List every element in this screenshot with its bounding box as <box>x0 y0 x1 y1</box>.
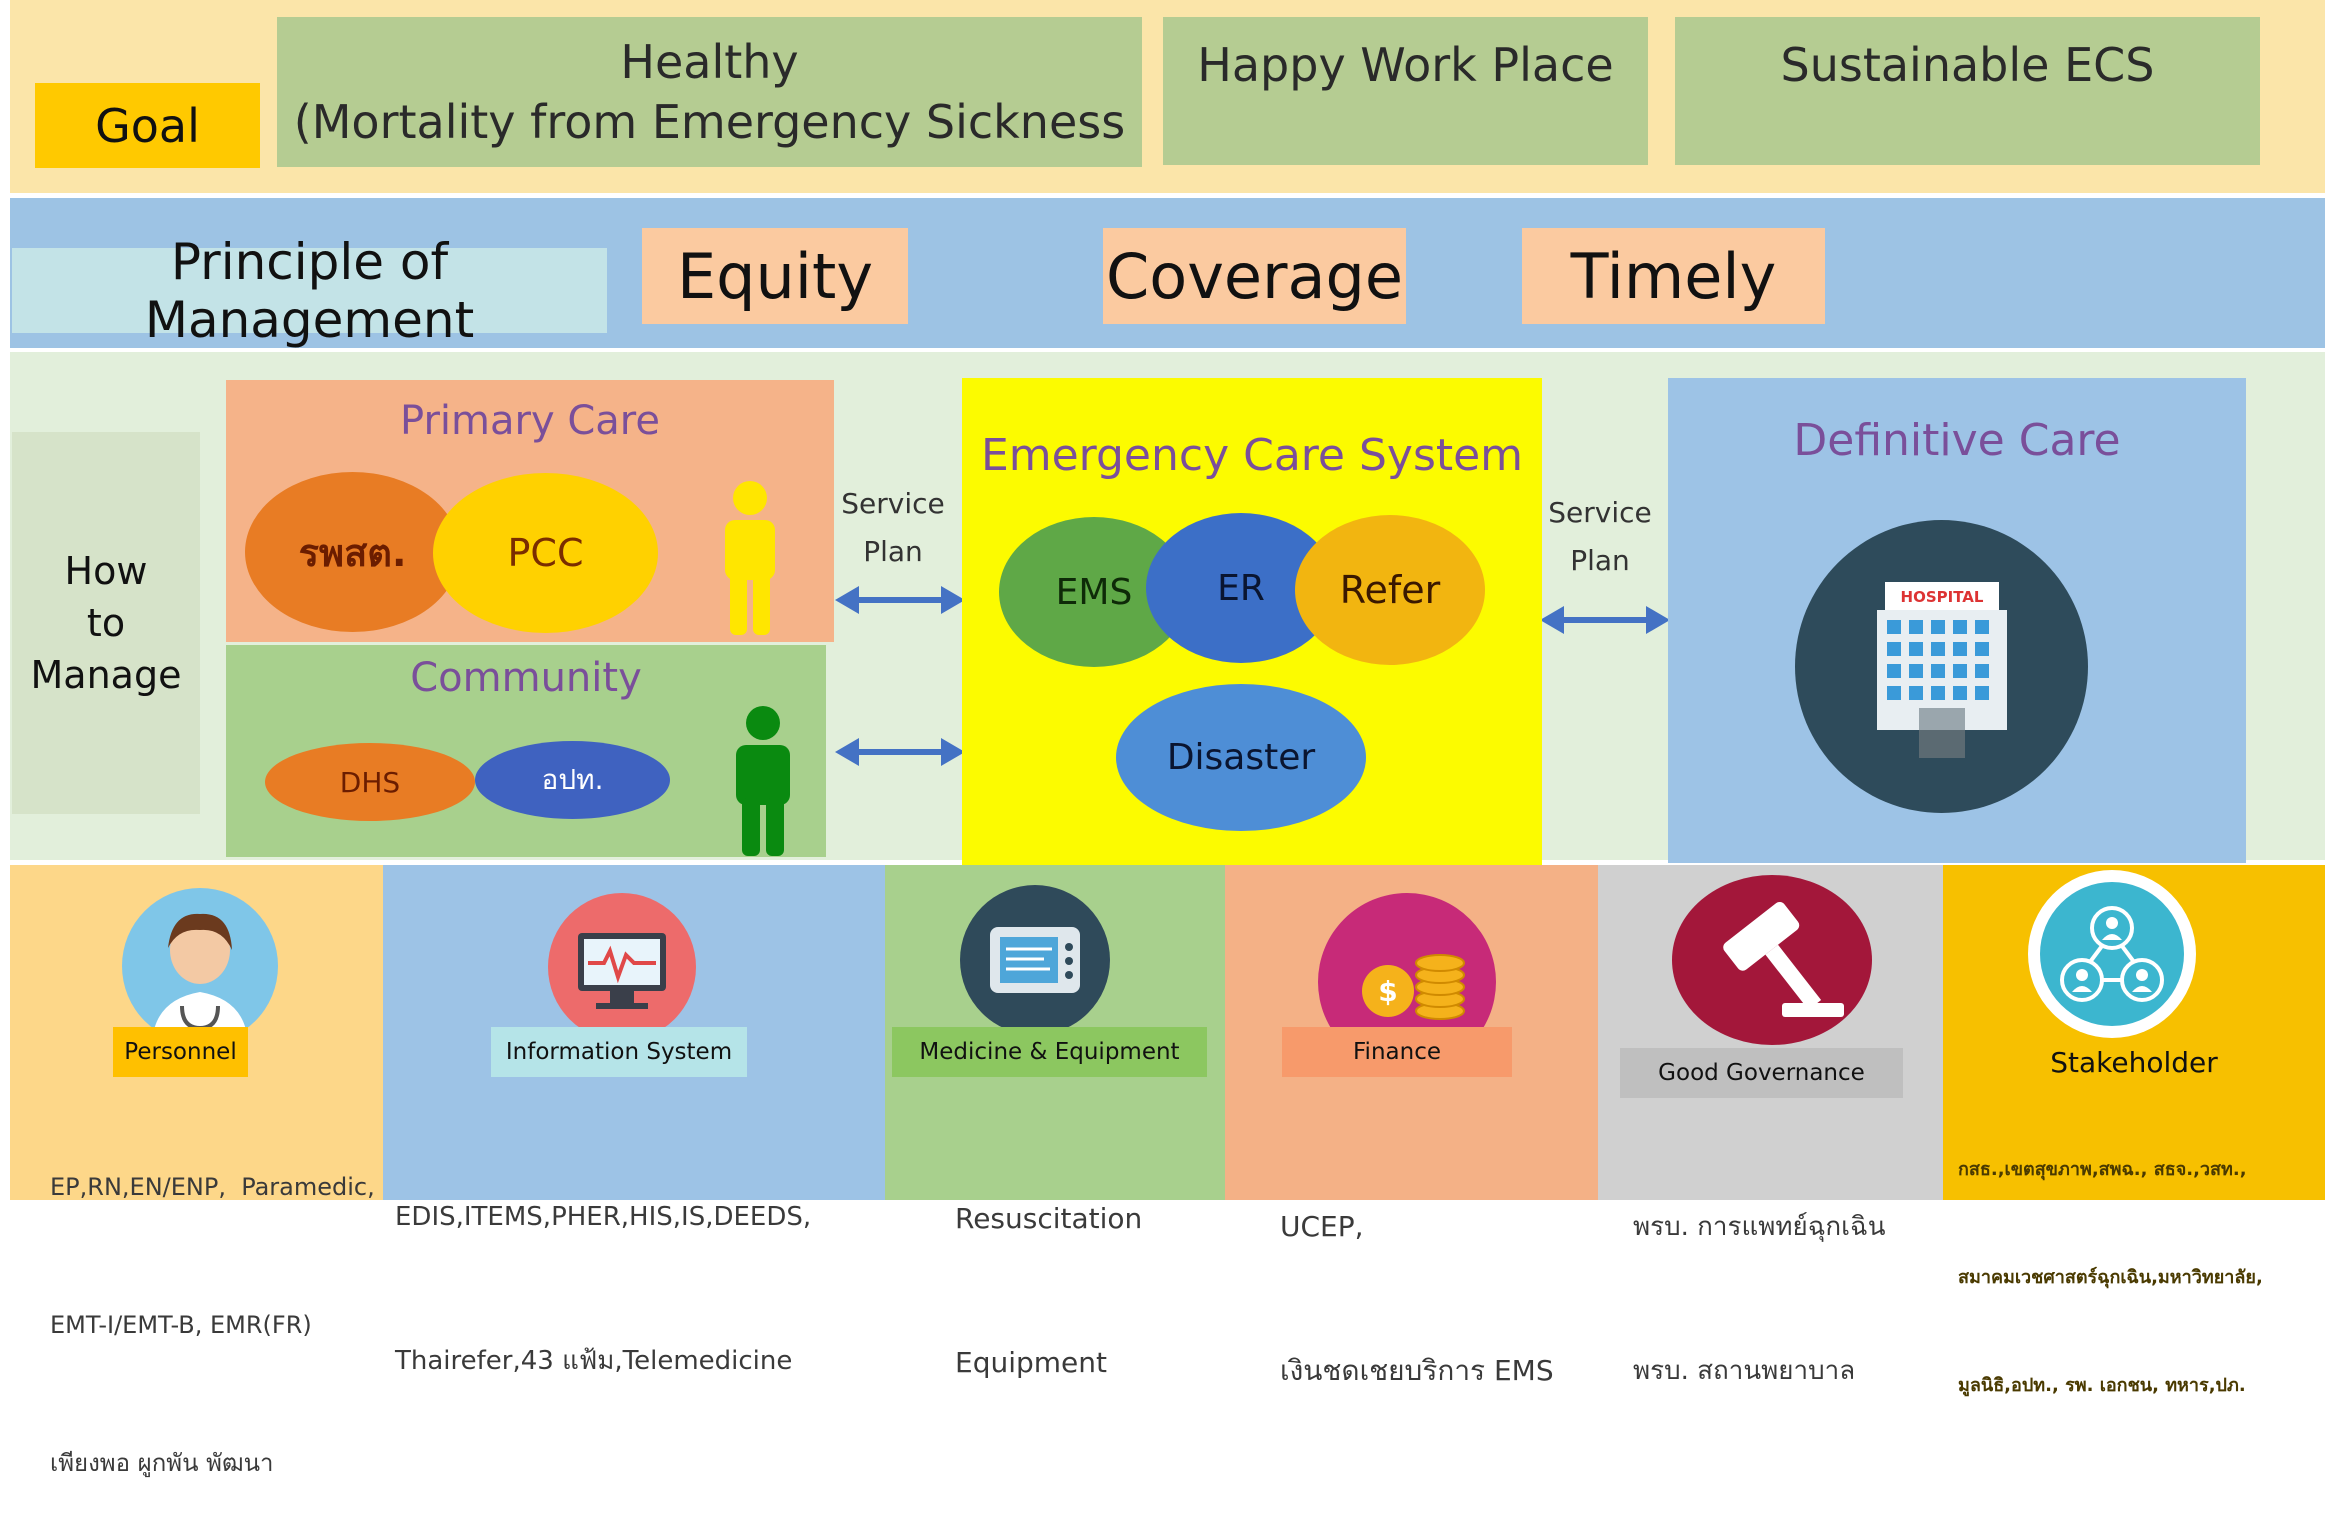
service-plan-right: Service Plan <box>1545 487 1655 587</box>
refer-ellipse: Refer <box>1295 515 1485 665</box>
good-governance-line: พรบ. สถานพยาบาล <box>1633 1356 1856 1386</box>
double-arrow-icon <box>835 586 965 614</box>
goal-label: Goal <box>35 83 260 168</box>
opt-ellipse: อปท. <box>475 741 670 819</box>
information-system-text: EDIS,ITEMS,PHER,HIS,IS,DEEDS, Thairefer,… <box>395 1097 811 1433</box>
dhs-ellipse: DHS <box>265 743 475 821</box>
service-plan-right-line2: Plan <box>1570 544 1630 577</box>
service-plan-left-line2: Plan <box>863 535 923 568</box>
information-system-line: EDIS,ITEMS,PHER,HIS,IS,DEEDS, <box>395 1202 812 1232</box>
medicine-equipment-label: Medicine & Equipment <box>892 1027 1207 1077</box>
service-plan-left-line1: Service <box>841 487 945 520</box>
principle-timely: Timely <box>1522 228 1825 324</box>
primary-care-title: Primary Care <box>400 398 660 444</box>
medicine-equipment-text: Resuscitation Equipment <box>955 1099 1142 1435</box>
goal-healthy-line1: Healthy <box>620 35 799 89</box>
doctor-icon <box>122 888 278 1044</box>
manage-label-line1: How <box>64 549 148 593</box>
coins-icon: $ <box>1318 893 1496 1071</box>
ecs-title: Emergency Care System <box>980 429 1524 481</box>
stakeholder-label: Stakeholder <box>2050 1046 2218 1079</box>
double-arrow-icon <box>835 738 965 766</box>
rpst-ellipse: รพสต. <box>245 472 460 632</box>
personnel-line: EP,RN,EN/ENP, Paramedic, <box>50 1173 375 1201</box>
principle-equity: Equity <box>642 228 908 324</box>
service-plan-left: Service Plan <box>838 478 948 578</box>
information-system-label: Information System <box>491 1027 747 1077</box>
definitive-care-title: Definitive Care <box>1793 414 2121 466</box>
stakeholder-line: กสธ.,เขตสุขภาพ,สพฉ., สธจ.,วสท., <box>1958 1159 2247 1180</box>
good-governance-text: พรบ. การแพทย์ฉุกเฉิน พรบ. สถานพยาบาล <box>1633 1107 1886 1443</box>
manage-label: How to Manage <box>12 432 200 814</box>
medical-device-icon <box>960 885 1110 1035</box>
manage-label-line2: to <box>86 601 126 645</box>
goal-happy-work-place: Happy Work Place <box>1163 17 1648 165</box>
principle-label: Principle of Management <box>12 233 607 349</box>
monitor-heartbeat-icon <box>548 893 696 1041</box>
manage-label-line3: Manage <box>30 653 182 697</box>
goal-sustainable-ecs: Sustainable ECS <box>1675 17 2260 165</box>
disaster-ellipse: Disaster <box>1116 684 1366 831</box>
finance-label: Finance <box>1282 1027 1512 1077</box>
svg-text:$: $ <box>1378 975 1397 1008</box>
stakeholder-text: กสธ.,เขตสุขภาพ,สพฉ., สธจ.,วสท., สมาคมเวช… <box>1958 1080 2263 1440</box>
finance-line: เงินชดเชยบริการ EMS <box>1280 1354 1554 1387</box>
personnel-line: เพียงพอ ผูกพัน พัฒนา <box>50 1449 274 1477</box>
personnel-label: Personnel <box>113 1027 248 1077</box>
service-plan-right-line1: Service <box>1548 496 1652 529</box>
personnel-line: EMT-I/EMT-B, EMR(FR) <box>50 1311 312 1339</box>
hospital-icon: HOSPITAL <box>1795 520 2088 813</box>
medicine-equipment-line: Resuscitation <box>955 1202 1143 1235</box>
er-ellipse: ER <box>1146 513 1336 663</box>
goal-healthy: Healthy (Mortality from Emergency Sickne… <box>277 17 1142 167</box>
goal-healthy-line2: (Mortality from Emergency Sickness <box>293 95 1126 149</box>
pcc-ellipse: PCC <box>433 473 658 633</box>
community-title: Community <box>410 655 642 701</box>
information-system-line: Thairefer,43 แฟ้ม,Telemedicine <box>395 1346 793 1376</box>
network-people-icon <box>2028 870 2196 1038</box>
gavel-icon <box>1672 875 1872 1045</box>
stakeholder-line: มูลนิธิ,อปท., รพ. เอกชน, ทหาร,ปภ. <box>1958 1375 2246 1396</box>
goal-sustainable-text: Sustainable ECS <box>1780 38 2155 92</box>
person-yellow-icon <box>725 481 775 635</box>
principle-coverage: Coverage <box>1103 228 1406 324</box>
finance-line: UCEP, <box>1280 1210 1364 1243</box>
hospital-sign: HOSPITAL <box>1901 588 1984 606</box>
finance-text: UCEP, เงินชดเชยบริการ EMS <box>1280 1107 1554 1443</box>
stakeholder-line: สมาคมเวชศาสตร์ฉุกเฉิน,มหาวิทยาลัย, <box>1958 1267 2263 1288</box>
good-governance-line: พรบ. การแพทย์ฉุกเฉิน <box>1633 1212 1886 1242</box>
good-governance-label: Good Governance <box>1620 1048 1903 1098</box>
personnel-text: EP,RN,EN/ENP, Paramedic, EMT-I/EMT-B, EM… <box>50 1072 375 1532</box>
goal-happy-text: Happy Work Place <box>1197 38 1614 92</box>
double-arrow-icon <box>1540 606 1670 634</box>
medicine-equipment-line: Equipment <box>955 1346 1107 1379</box>
person-green-icon <box>736 706 790 856</box>
